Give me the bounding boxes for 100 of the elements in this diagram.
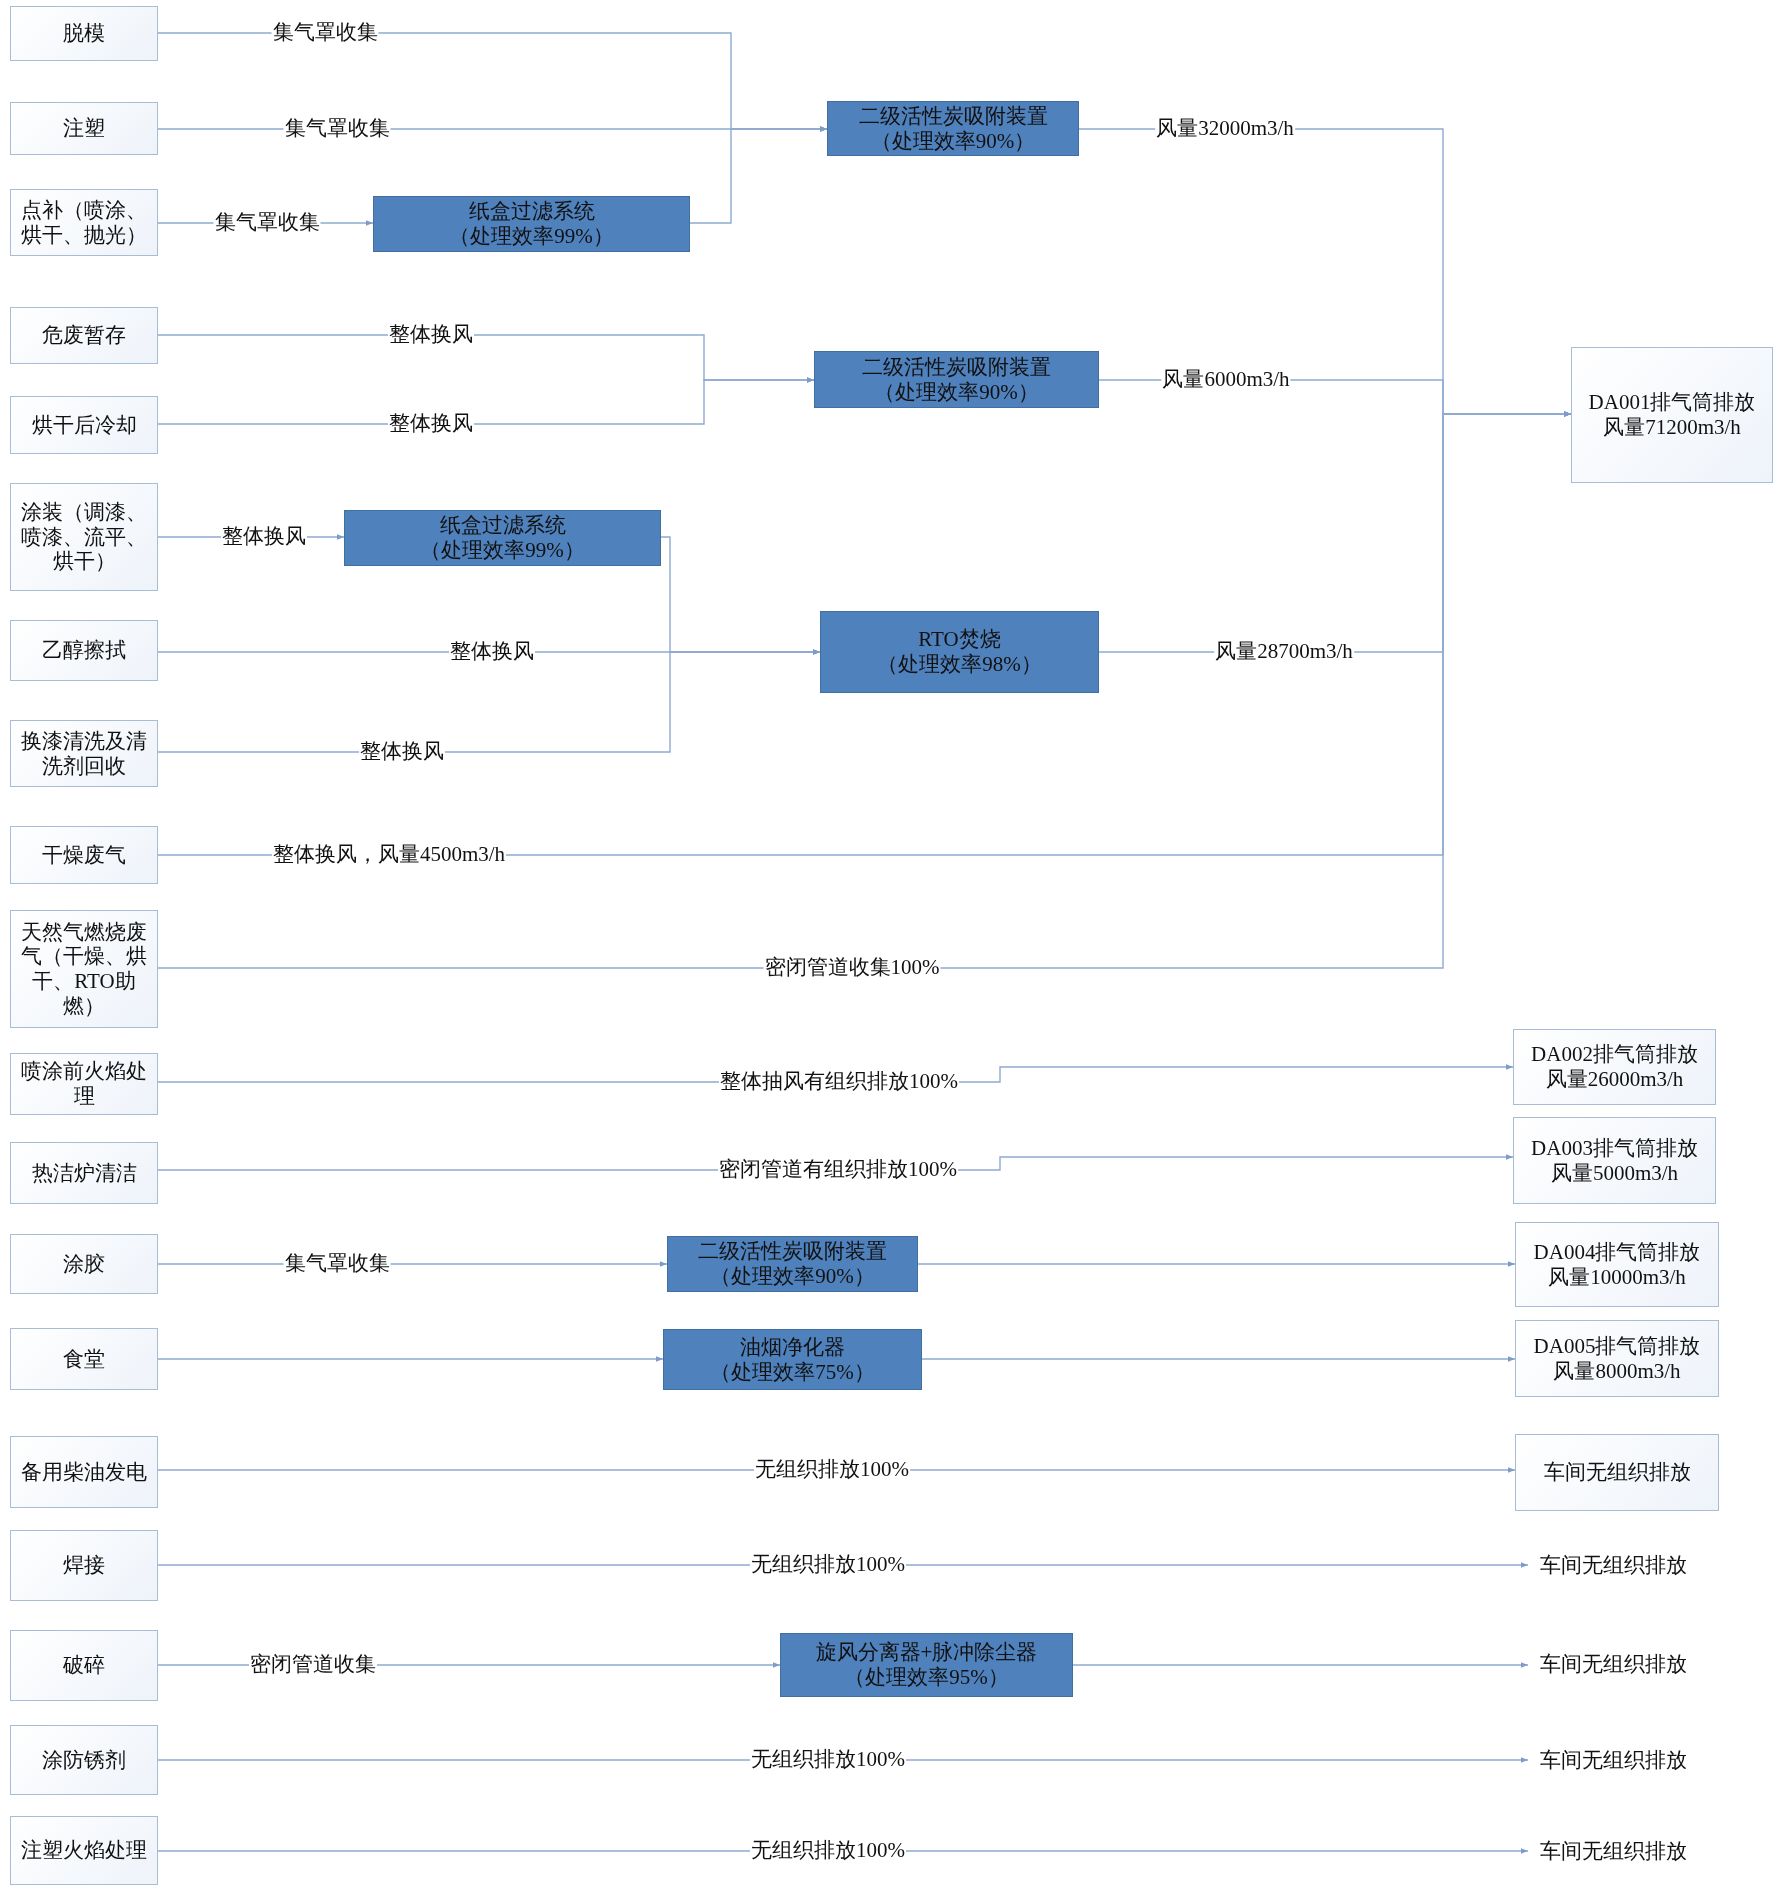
edge-label: 整体换风 xyxy=(449,640,535,664)
edge-label: 集气罩收集 xyxy=(283,117,391,141)
edge-label: 集气罩收集 xyxy=(271,21,379,45)
edge-label: 密闭管道收集100% xyxy=(763,956,941,980)
edge-label: 无组织排放100% xyxy=(750,1839,906,1863)
source-box xyxy=(10,307,158,364)
outlet-box xyxy=(1513,1029,1716,1105)
box-text: 旋风分离器+脉冲除尘器 xyxy=(815,1640,1038,1665)
edge-label: 风量6000m3/h xyxy=(1161,368,1291,392)
box-text: 风量26000m3/h xyxy=(1545,1067,1684,1092)
treatment-box xyxy=(667,1236,918,1292)
connector-arrow xyxy=(157,1562,1529,1568)
source-box xyxy=(10,1630,158,1701)
box-text: （处理效率99%） xyxy=(420,538,585,563)
connector-arrow xyxy=(1072,1662,1529,1668)
source-box xyxy=(10,1816,158,1885)
edge-label: 集气罩收集 xyxy=(213,211,321,235)
source-box xyxy=(10,620,158,681)
box-text: 风量10000m3/h xyxy=(1548,1264,1686,1290)
source-box xyxy=(10,826,158,884)
source-box xyxy=(10,910,158,1028)
treatment-box xyxy=(780,1633,1073,1697)
box-text: 天然气燃烧废气（干燥、烘干、RTO助燃） xyxy=(20,919,148,1019)
box-text: 注塑 xyxy=(63,116,105,141)
box-text: 热洁炉清洁 xyxy=(31,1160,137,1186)
box-text: 食堂 xyxy=(63,1346,105,1372)
connector-arrow xyxy=(157,1757,1529,1763)
box-text: DA004排气筒排放 xyxy=(1533,1239,1701,1265)
box-text: 纸盒过滤系统 xyxy=(468,199,595,224)
outlet-box xyxy=(1515,1434,1719,1511)
connector-arrow xyxy=(157,1356,664,1362)
box-text: 涂防锈剂 xyxy=(42,1747,126,1773)
box-text: 纸盒过滤系统 xyxy=(439,513,566,538)
box-text: （处理效率75%） xyxy=(710,1359,875,1385)
edge-label: 密闭管道有组织排放100% xyxy=(718,1158,958,1182)
edge-label: 风量32000m3/h xyxy=(1155,117,1295,141)
box-text: 风量71200m3/h xyxy=(1603,415,1741,440)
outlet-box xyxy=(1513,1117,1716,1204)
box-text: 破碎 xyxy=(63,1653,105,1678)
treatment-box xyxy=(827,101,1079,156)
box-text: DA001排气筒排放 xyxy=(1588,390,1756,415)
box-text: 油烟净化器 xyxy=(740,1334,845,1360)
box-text: 点补（喷涂、烘干、抛光） xyxy=(20,197,148,248)
box-text: DA005排气筒排放 xyxy=(1533,1333,1701,1359)
edge-label: 风量28700m3/h xyxy=(1214,640,1354,664)
edge-label: 整体换风 xyxy=(359,740,445,764)
source-box xyxy=(10,189,158,256)
connector-arrow xyxy=(917,1261,1516,1267)
edge-label: 无组织排放100% xyxy=(750,1553,906,1577)
box-text: 涂胶 xyxy=(63,1251,105,1277)
box-text: 备用柴油发电 xyxy=(21,1459,147,1485)
edge-label: 整体换风 xyxy=(221,525,307,549)
box-text: 脱模 xyxy=(63,21,105,46)
outlet-box xyxy=(1515,1222,1719,1307)
edge-label: 集气罩收集 xyxy=(283,1252,391,1276)
outlet-label: 车间无组织排放 xyxy=(1528,1743,1698,1777)
outlet-label: 车间无组织排放 xyxy=(1528,1548,1698,1582)
box-text: DA003排气筒排放 xyxy=(1531,1135,1698,1161)
box-text: 车间无组织排放 xyxy=(1543,1460,1691,1485)
source-box xyxy=(10,1530,158,1601)
source-box xyxy=(10,483,158,591)
box-text: 烘干后冷却 xyxy=(31,412,137,438)
box-text: 注塑火焰处理 xyxy=(21,1838,147,1863)
treatment-box xyxy=(814,351,1099,408)
box-text: （处理效率90%） xyxy=(874,379,1039,405)
box-text: 干燥废气 xyxy=(42,842,126,868)
edge-label: 整体换风 xyxy=(388,412,474,436)
box-text: （处理效率99%） xyxy=(449,224,614,249)
source-box xyxy=(10,396,158,454)
connector-arrow xyxy=(157,1467,1516,1473)
box-text: 焊接 xyxy=(63,1553,105,1578)
box-text: DA002排气筒排放 xyxy=(1531,1042,1698,1067)
box-text: 二级活性炭吸附装置 xyxy=(862,354,1051,380)
source-box xyxy=(10,1436,158,1508)
treatment-box xyxy=(373,196,690,252)
outlet-box xyxy=(1571,347,1773,483)
source-box xyxy=(10,1328,158,1390)
box-text: 风量8000m3/h xyxy=(1553,1358,1681,1384)
source-box xyxy=(10,1234,158,1294)
source-box xyxy=(10,6,158,61)
box-text: 危废暂存 xyxy=(42,323,126,348)
box-text: 乙醇擦拭 xyxy=(42,638,126,663)
box-text: （处理效率98%） xyxy=(877,652,1042,677)
outlet-box xyxy=(1515,1320,1719,1397)
box-text: RTO焚烧 xyxy=(918,627,1001,652)
outlet-label: 车间无组织排放 xyxy=(1528,1834,1698,1868)
box-text: （处理效率95%） xyxy=(844,1665,1009,1690)
treatment-box xyxy=(344,510,661,566)
edge-label: 无组织排放100% xyxy=(750,1748,906,1772)
box-text: （处理效率90%） xyxy=(710,1264,875,1289)
edge-label: 整体抽风有组织排放100% xyxy=(719,1070,959,1094)
connector-arrow xyxy=(921,1356,1516,1362)
box-text: 二级活性炭吸附装置 xyxy=(698,1239,887,1264)
treatment-box xyxy=(820,611,1099,693)
box-text: 涂装（调漆、喷漆、流平、烘干） xyxy=(20,500,148,574)
source-box xyxy=(10,1142,158,1204)
box-text: （处理效率90%） xyxy=(870,128,1036,154)
box-text: 换漆清洗及清洗剂回收 xyxy=(20,728,148,779)
treatment-box xyxy=(663,1329,922,1390)
box-text: 喷涂前火焰处理 xyxy=(20,1059,148,1109)
